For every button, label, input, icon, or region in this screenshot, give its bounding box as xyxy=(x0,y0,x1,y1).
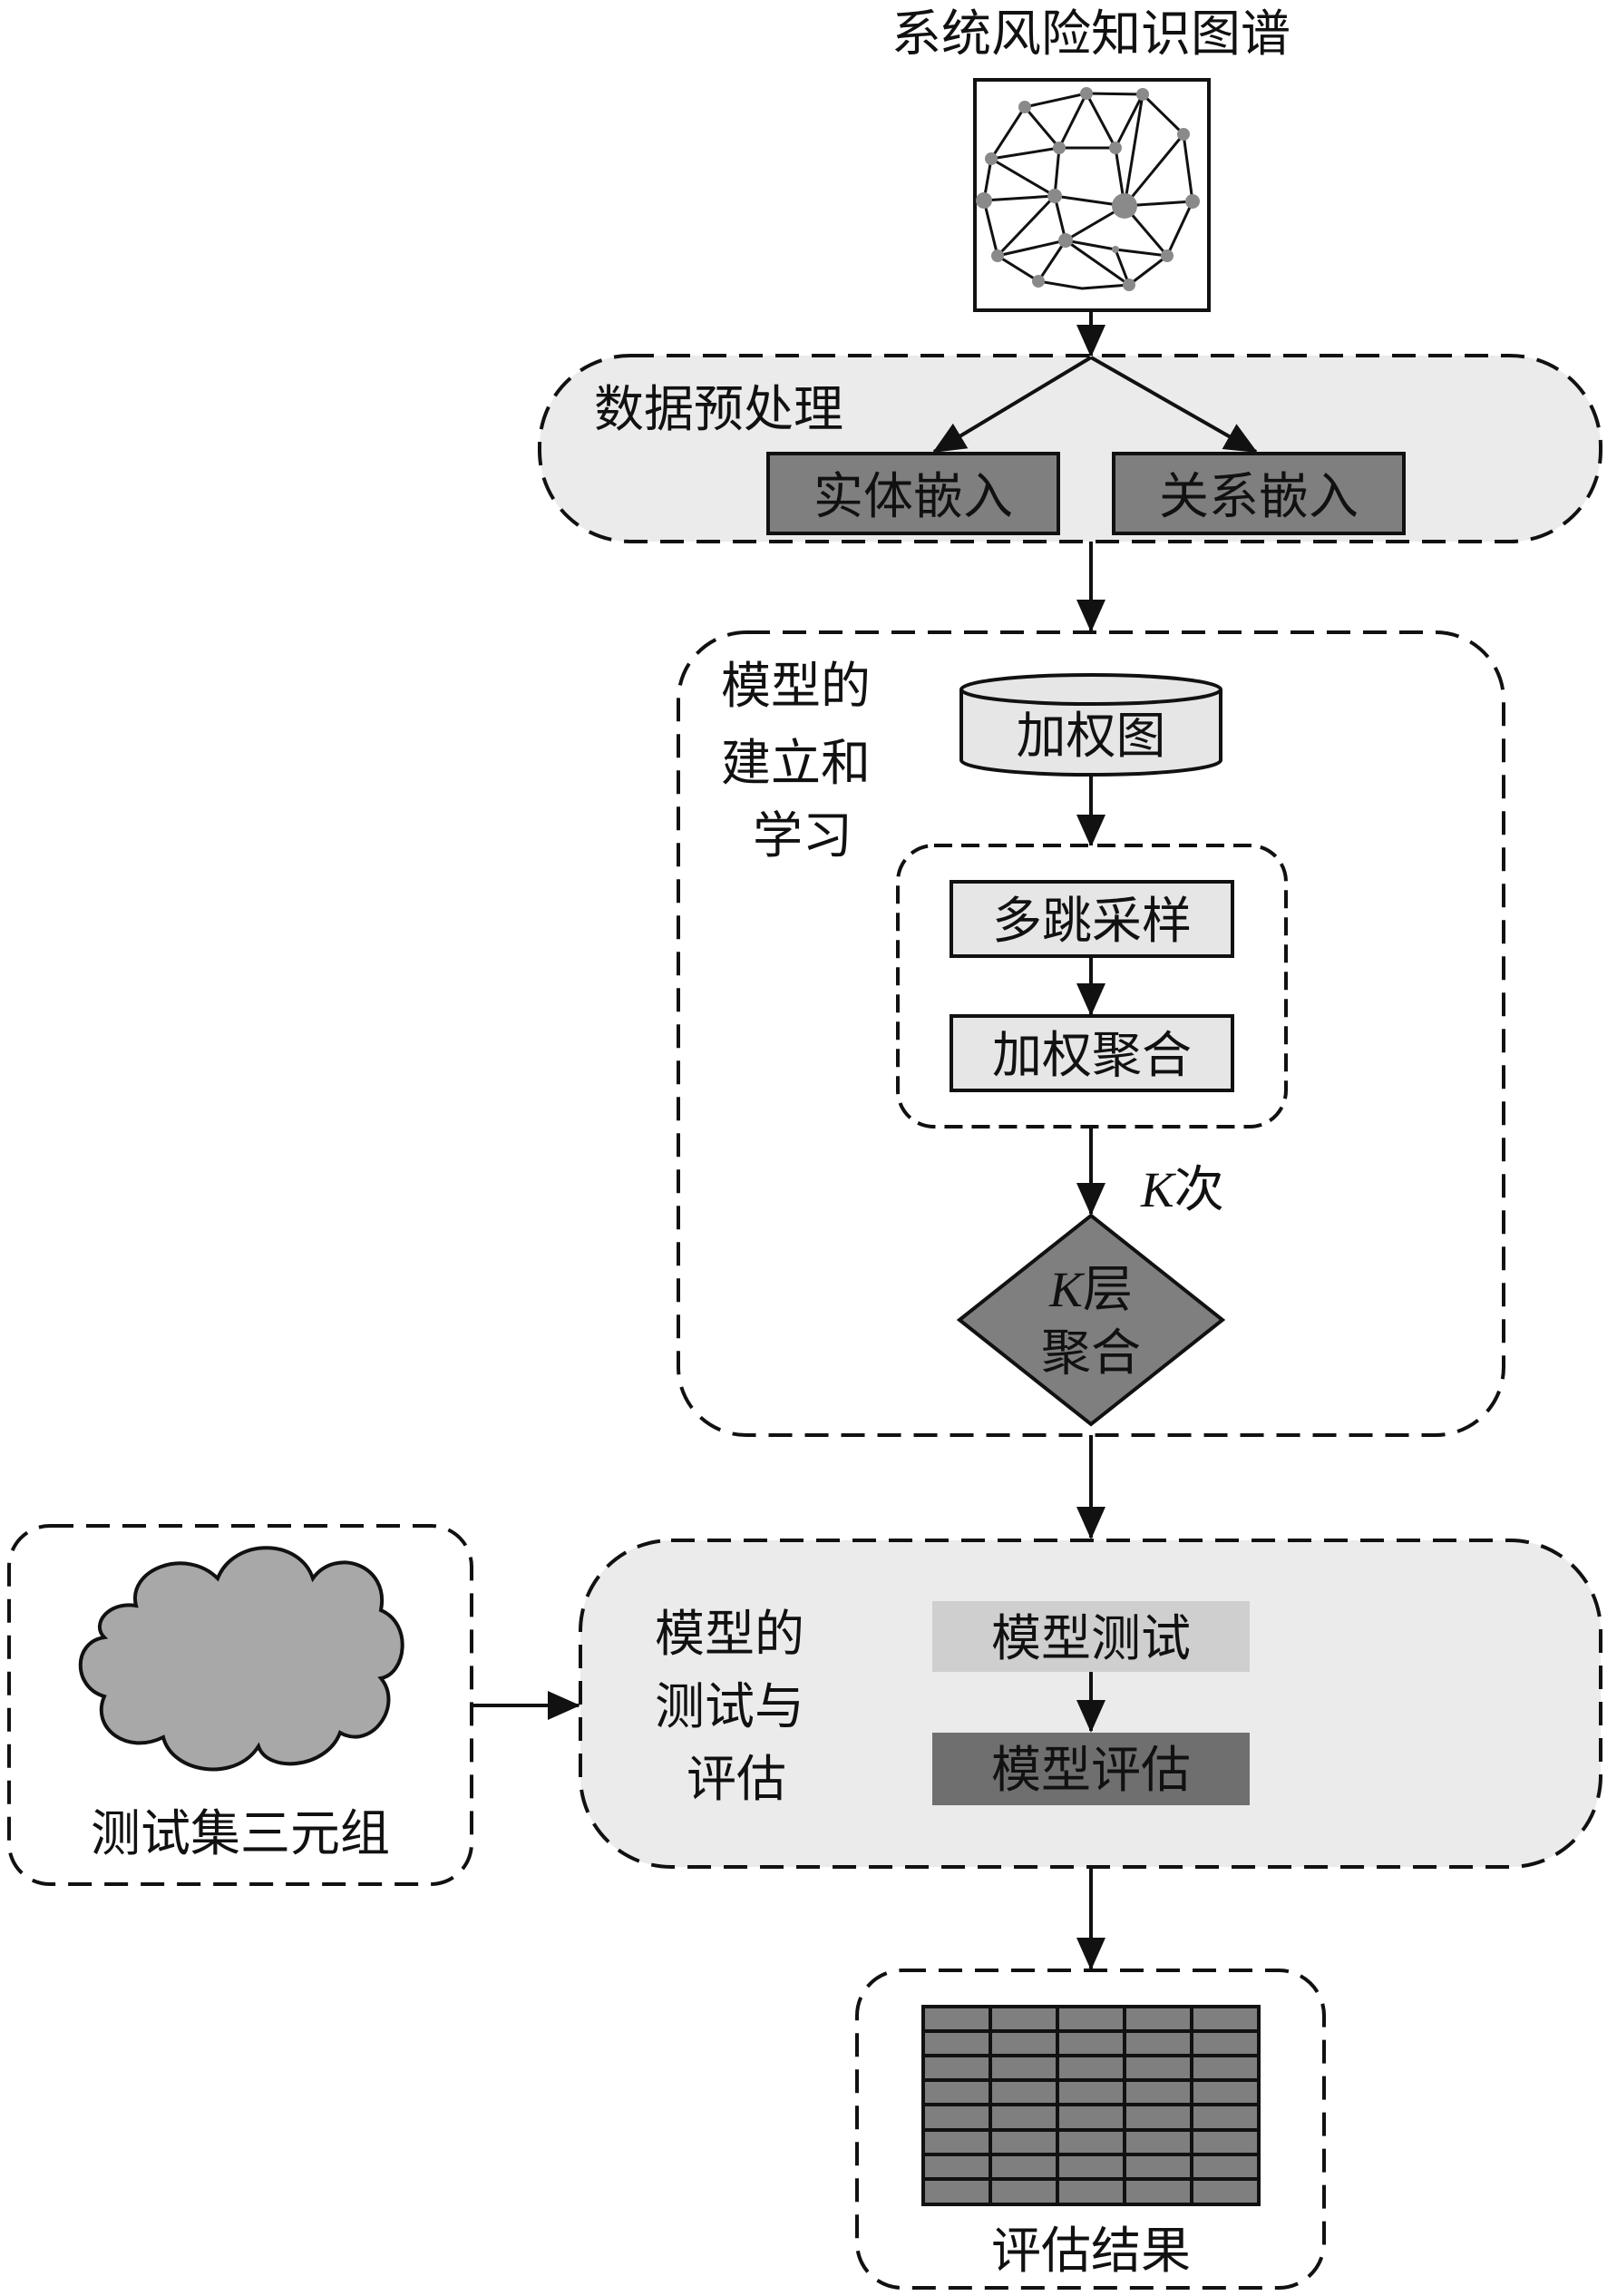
model-build-label-line3: 学习 xyxy=(753,806,852,865)
model-test-box xyxy=(932,1601,1250,1672)
k-times-var: K xyxy=(1140,1162,1177,1217)
weighted-aggregation-label: 加权聚合 xyxy=(992,1026,1192,1084)
k-layer-line2: 聚合 xyxy=(1041,1324,1141,1382)
test-set-label: 测试集三元组 xyxy=(91,1804,390,1862)
k-layer-aggregation-diamond xyxy=(956,1213,1226,1427)
cloud-icon xyxy=(78,1546,404,1772)
relation-embed-box xyxy=(1112,452,1406,535)
model-build-label-line2: 建立和 xyxy=(721,734,871,792)
model-build-label-line1: 模型的 xyxy=(721,657,871,715)
model-eval-text: 模型评估 xyxy=(991,1741,1191,1799)
entity-embed-label: 实体嵌入 xyxy=(813,467,1013,525)
model-test-label-line3: 评估 xyxy=(687,1750,786,1808)
kg-title: 系统风险知识图谱 xyxy=(891,5,1290,63)
preprocess-label: 数据预处理 xyxy=(594,380,843,438)
k-layer-text: 层 xyxy=(1083,1260,1133,1318)
k-layer-line1: K层 xyxy=(1048,1260,1133,1318)
model-eval-box xyxy=(932,1733,1250,1805)
multi-hop-sampling-label: 多跳采样 xyxy=(992,892,1192,950)
result-label: 评估结果 xyxy=(991,2222,1191,2280)
result-table-icon xyxy=(921,2005,1261,2206)
k-times-annotation: K次 xyxy=(1140,1160,1224,1218)
k-layer-var: K xyxy=(1048,1262,1086,1317)
weighted-graph-cylinder xyxy=(959,673,1222,777)
model-test-label: 模型的 测试与 评估 xyxy=(655,1605,804,1808)
model-test-text: 模型测试 xyxy=(991,1609,1191,1667)
multi-hop-sampling-box xyxy=(950,880,1234,958)
arrow-to-relation-embed xyxy=(1090,356,1258,454)
weighted-graph-label: 加权图 xyxy=(1016,707,1165,765)
k-times-text: 次 xyxy=(1174,1160,1224,1218)
model-test-label-line1: 模型的 xyxy=(655,1605,804,1663)
model-build-label: 模型的 建立和 学习 xyxy=(721,657,871,865)
knowledge-graph-icon xyxy=(973,78,1211,312)
entity-embed-box xyxy=(766,452,1060,535)
model-test-label-line2: 测试与 xyxy=(655,1677,804,1735)
weighted-aggregation-box xyxy=(950,1014,1234,1092)
arrow-to-entity-embed xyxy=(932,356,1093,454)
relation-embed-label: 关系嵌入 xyxy=(1159,467,1359,525)
